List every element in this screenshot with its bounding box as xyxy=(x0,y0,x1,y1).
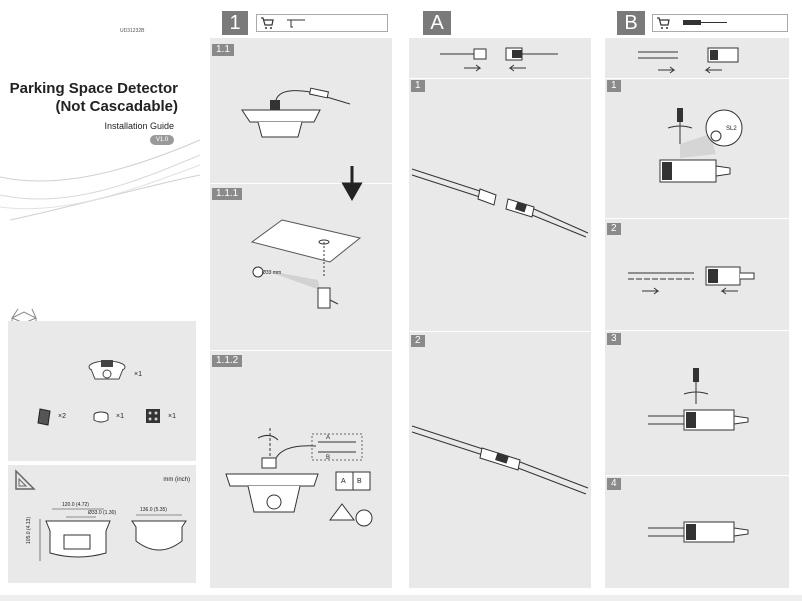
ruler-triangle-icon xyxy=(15,469,36,490)
cart-icon xyxy=(657,17,670,29)
step-label-b-3: 3 xyxy=(607,333,621,345)
screw-pack-icon xyxy=(146,409,160,423)
section-a-panel xyxy=(409,38,591,588)
step-a-2-connected-cable-illustration xyxy=(411,425,589,495)
divider xyxy=(210,183,392,184)
step-1-1-detector-with-cable-illustration xyxy=(241,87,351,138)
terminal-letter-a: A xyxy=(341,478,346,485)
doc-subtitle: Installation Guide xyxy=(104,121,174,131)
step-label-b-2: 2 xyxy=(607,223,621,235)
step-label-b-1: 1 xyxy=(607,80,621,92)
divider xyxy=(605,218,789,219)
ring-icon xyxy=(93,411,109,423)
step-label-a-2: 2 xyxy=(411,335,425,347)
dim-height: 105.0 (4.13) xyxy=(26,517,32,544)
drill-template-icon xyxy=(37,408,51,426)
section-b-panel xyxy=(605,38,789,588)
dimensions-panel: mm (inch) 120.0 (4.72) Ø33.0 (1.30) 136.… xyxy=(8,465,196,583)
template-qty: ×2 xyxy=(58,413,66,420)
dimension-drawing xyxy=(39,508,187,561)
detector-qty: ×1 xyxy=(134,371,142,378)
terminal-block-pair-icon xyxy=(638,47,739,74)
wire-letter-b: B xyxy=(326,455,331,461)
step-label-a-1: 1 xyxy=(411,80,425,92)
step-b-2-insert-wires-illustration xyxy=(628,266,755,295)
section-badge-b: B xyxy=(617,11,645,35)
wire-letter-a: A xyxy=(326,435,331,441)
page-bottom-strip xyxy=(0,595,802,601)
section-badge-1: 1 xyxy=(222,11,248,35)
dim-width1: 120.0 (4.72) xyxy=(62,502,89,508)
step-a-1-cable-illustration xyxy=(411,168,589,238)
screwdriver-tool-icon xyxy=(287,19,305,28)
dimension-unit: mm (inch) xyxy=(163,477,190,483)
cart-icon xyxy=(261,17,274,29)
step-b-4-assembled-connector-illustration xyxy=(648,521,749,543)
dim-width2: 136.0 (5.35) xyxy=(140,507,167,513)
section-1-panel xyxy=(210,38,392,588)
section-b-tools-bar xyxy=(652,14,788,32)
sl-label: SL2 xyxy=(726,126,737,132)
terminal-letter-b: B xyxy=(357,478,362,485)
step-label-1-1-2: 1.1.2 xyxy=(212,355,243,367)
down-arrow-icon xyxy=(341,166,363,202)
version-badge: V1.0 xyxy=(150,135,174,145)
document-code: UD31232B xyxy=(120,28,145,34)
screw-qty: ×1 xyxy=(168,413,176,420)
divider xyxy=(605,78,789,79)
divider xyxy=(210,350,392,351)
step-label-b-4: 4 xyxy=(607,478,621,490)
doc-title-line1: Parking Space Detector xyxy=(9,80,178,97)
step-b-3-tighten-screw-illustration xyxy=(648,368,749,431)
step-b-1-loosen-screw-illustration xyxy=(659,108,743,183)
connector-pair-icon xyxy=(440,47,558,72)
hole-size-label: Ø33 mm xyxy=(262,270,282,276)
section-badge-a: A xyxy=(423,11,451,35)
divider xyxy=(409,78,591,79)
divider xyxy=(605,475,789,476)
section-1-tools-bar xyxy=(256,14,388,32)
package-contents-panel: ×1 ×2 ×1 ×1 xyxy=(8,321,196,461)
step-1-1-2-wiring-illustration xyxy=(225,428,373,527)
doc-title-line2: (Not Cascadable) xyxy=(55,98,178,115)
step-1-1-1-drilling-illustration xyxy=(250,219,362,309)
decorative-curves xyxy=(0,139,201,221)
divider xyxy=(409,331,591,332)
screwdriver-tool-icon xyxy=(683,20,727,25)
divider xyxy=(605,330,789,331)
detector-icon xyxy=(88,360,126,380)
step-label-1-1-1: 1.1.1 xyxy=(212,188,243,200)
step-label-1-1: 1.1 xyxy=(212,44,234,56)
dim-hole: Ø33.0 (1.30) xyxy=(88,510,117,516)
ring-qty: ×1 xyxy=(116,413,124,420)
